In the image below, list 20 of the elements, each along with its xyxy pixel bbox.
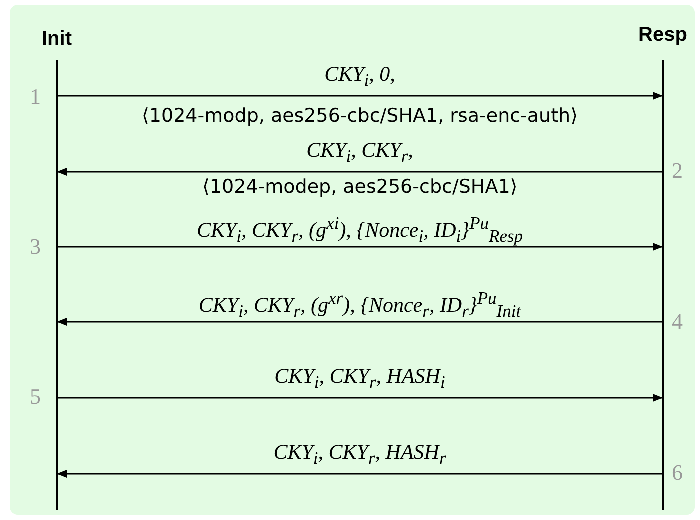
message-arrow (58, 243, 663, 251)
participant-label: Resp (638, 24, 688, 47)
message-label: CKY$_{i}$, CKY$_{r}$, HASH$_{i}$ (274, 364, 446, 394)
step-number: 4 (672, 309, 683, 335)
message-arrow (57, 470, 662, 478)
step-number: 1 (30, 84, 41, 110)
participant-label: Init (42, 28, 72, 51)
message-arrow (58, 92, 663, 100)
message-arrow (58, 394, 663, 402)
message-label: CKY$_{i}$, CKY$_{r}$, (306, 138, 414, 168)
message-arrow (57, 168, 662, 176)
message-parameters: ⟨1024-modp, aes256-cbc/SHA1, rsa-enc-auth⟩ (142, 105, 578, 127)
step-number: 2 (672, 158, 683, 184)
message-label: CKY$_{i}$, CKY$_{r}$, HASH$_{r}$ (274, 440, 446, 470)
message-label: CKY$_{i}$, 0, (324, 62, 396, 92)
message-parameters: ⟨1024-modep, aes256-cbc/SHA1⟩ (202, 176, 518, 198)
message-arrow (57, 318, 662, 326)
step-number: 6 (672, 460, 683, 486)
step-number: 5 (30, 384, 41, 410)
step-number: 3 (30, 234, 41, 260)
